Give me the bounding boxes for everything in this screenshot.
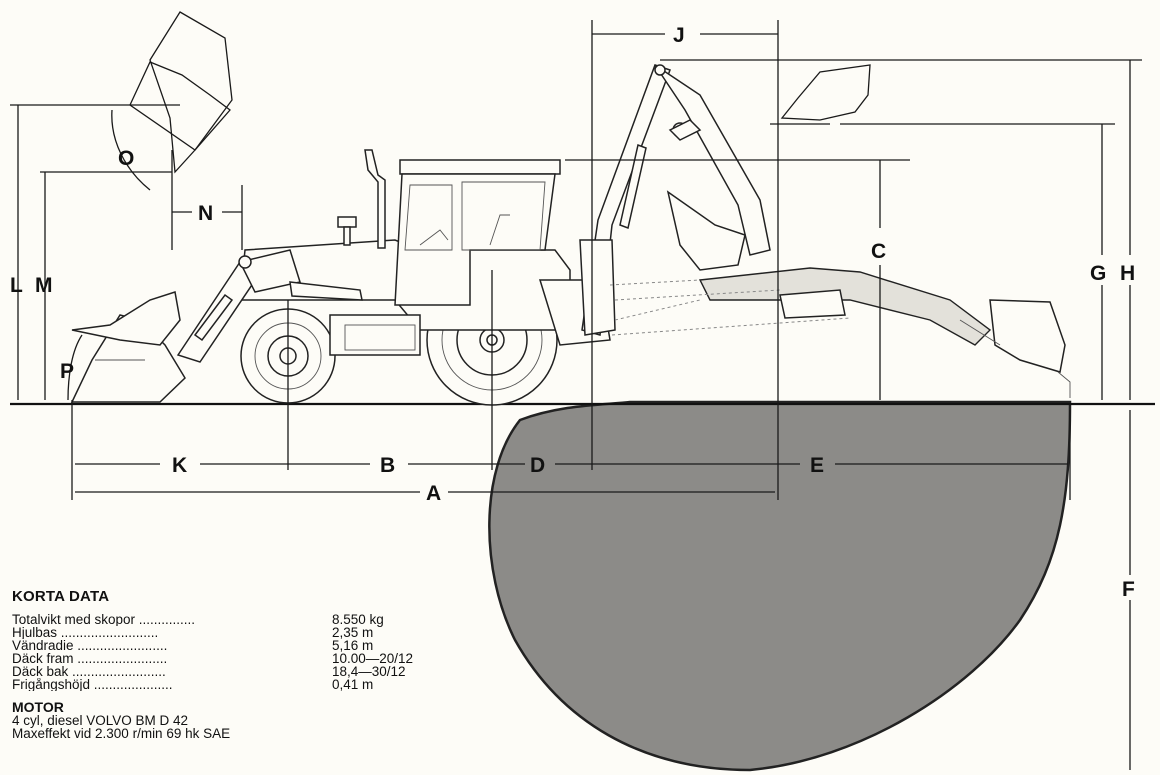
dimension-lines [10, 20, 1142, 770]
dim-label-h: H [1120, 262, 1135, 285]
front-loader-arm [176, 249, 363, 363]
spec-label: Däck bak ......................... [12, 665, 166, 678]
cab [394, 159, 561, 306]
motor-heading: MOTOR [12, 699, 64, 715]
stabilizer-leg [579, 239, 616, 336]
backhoe-extended-arm [698, 267, 1071, 398]
digging-reach-area [488, 400, 1072, 772]
dim-label-d: D [530, 454, 545, 477]
spec-label: Vändradie ........................ [12, 639, 168, 652]
spec-row: Frigångshöjd ..................... 0,41 … [12, 677, 482, 692]
dim-label-p: P [60, 360, 74, 383]
dim-label-e: E [810, 454, 824, 477]
spec-value: 0,41 m [332, 677, 374, 692]
spec-label: Hjulbas .......................... [12, 626, 159, 639]
motor-line: 4 cyl, diesel VOLVO BM D 42 [12, 713, 189, 728]
dim-label-g: G [1090, 262, 1106, 285]
front-bucket [70, 291, 186, 403]
dim-label-a: A [426, 482, 441, 505]
exhaust-stack [364, 149, 386, 249]
spec-value: 8.550 kg [332, 612, 384, 627]
dim-label-k: K [172, 454, 187, 477]
dim-label-c: C [871, 240, 886, 263]
spec-value: 10.00—20/12 [332, 651, 414, 666]
air-filter [337, 216, 357, 246]
specs-panel: KORTA DATA Totalvikt med skopor ........… [12, 588, 482, 741]
spec-row: Hjulbas .......................... 2,35 … [12, 625, 482, 640]
specs-heading: KORTA DATA [12, 588, 110, 605]
spec-label: Däck fram ........................ [12, 652, 168, 665]
spec-value: 5,16 m [332, 638, 374, 653]
spec-value: 2,35 m [332, 625, 374, 640]
spec-row: Däck fram ........................ 10.00… [12, 651, 482, 666]
raised-bucket-outline [129, 11, 233, 174]
dim-label-o: O [118, 147, 134, 170]
dim-label-j: J [673, 24, 685, 47]
dim-label-l: L [10, 274, 23, 297]
motor-line: Maxeffekt vid 2.300 r/min 69 hk SAE [12, 726, 231, 741]
backhoe-bucket-curled [666, 190, 746, 271]
dim-label-n: N [198, 202, 213, 225]
dim-label-f: F [1122, 578, 1135, 601]
spec-value: 18,4—30/12 [332, 664, 406, 679]
spec-row: Totalvikt med skopor ............... 8.5… [12, 612, 482, 627]
spec-row: Däck bak ......................... 18,4—… [12, 664, 482, 679]
spec-row: Vändradie ........................ 5,16 … [12, 638, 482, 653]
dim-label-b: B [380, 454, 395, 477]
spec-label: Totalvikt med skopor ............... [12, 613, 196, 626]
dim-label-m: M [35, 274, 53, 297]
dump-bucket-outline [780, 64, 871, 121]
spec-label: Frigångshöjd ..................... [12, 678, 173, 691]
